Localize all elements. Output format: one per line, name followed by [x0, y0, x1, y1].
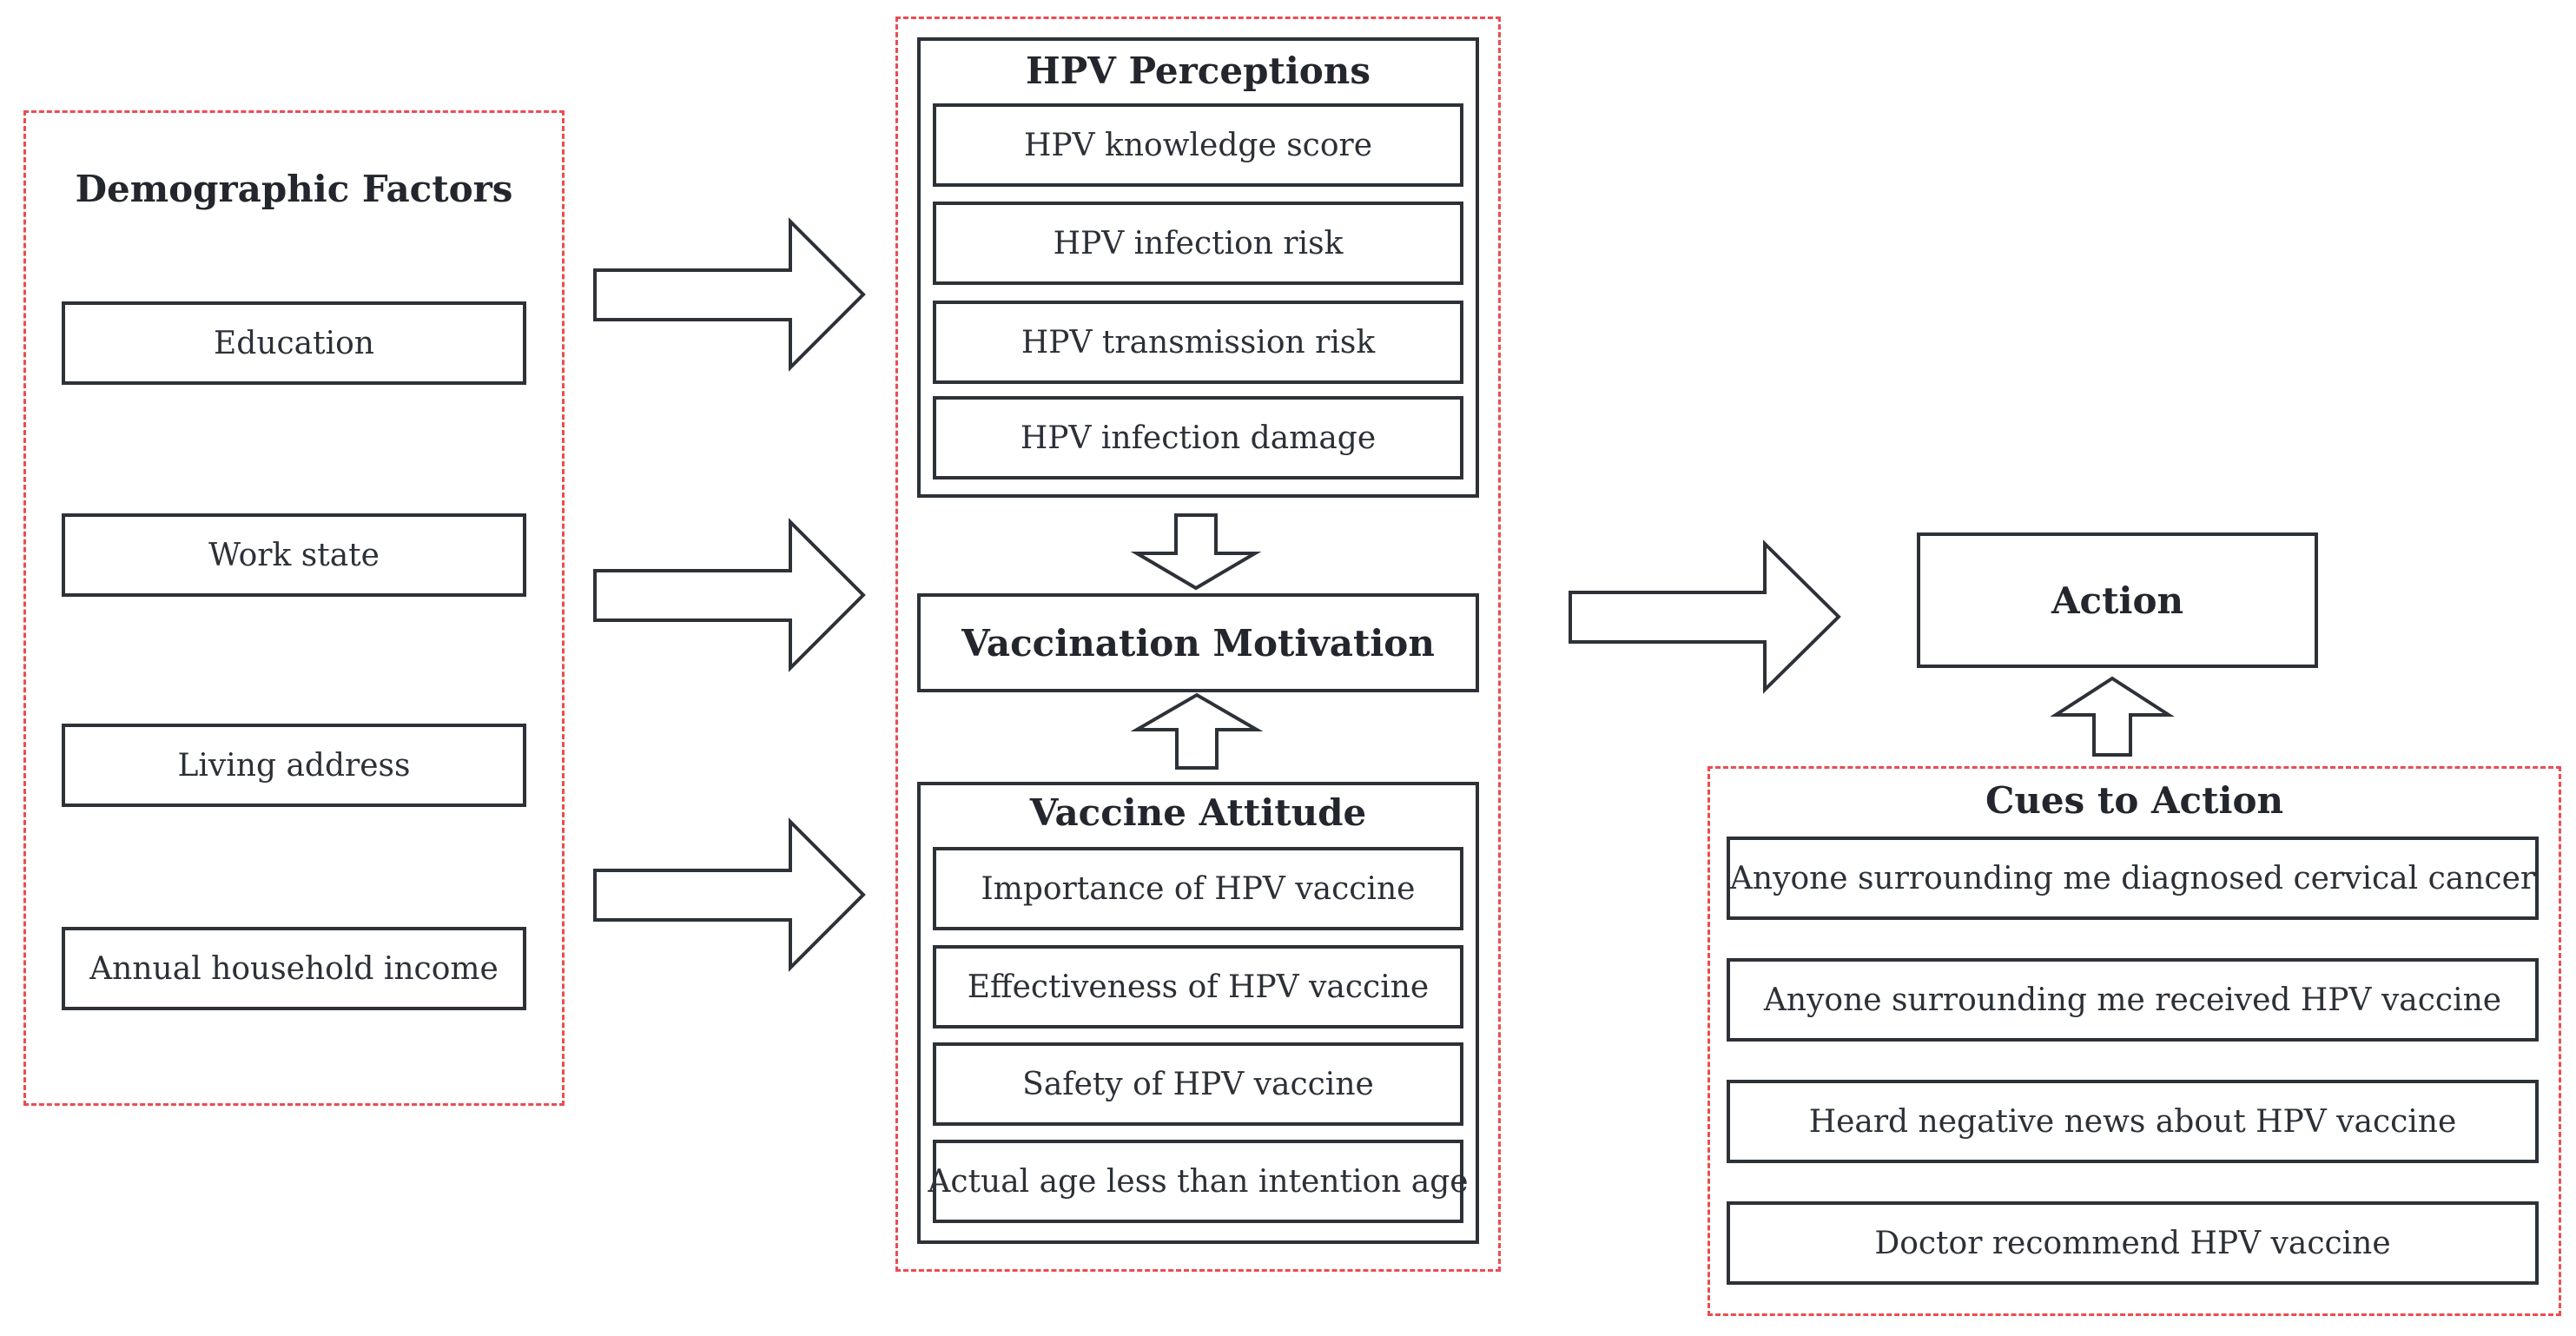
- doctor-recommend-box: Doctor recommend HPV vaccine: [1727, 1201, 2539, 1285]
- cues-to-action-title: Cues to Action: [1985, 779, 2284, 822]
- effectiveness-of-hpv-vaccine-box: Effectiveness of HPV vaccine: [933, 945, 1463, 1028]
- hpv-transmission-risk-box: HPV transmission risk: [933, 301, 1463, 384]
- diagnosed-cervical-cancer-box: Anyone surrounding me diagnosed cervical…: [1727, 837, 2539, 920]
- action-box: Action: [1917, 532, 2318, 668]
- arrow-demographic-to-motivation: [593, 518, 866, 672]
- arrow-motivation-to-action: [1569, 539, 1841, 694]
- work-state-box: Work state: [62, 513, 526, 597]
- cues-to-action-group: [1707, 766, 2561, 1316]
- arrow-demographic-to-attitude: [593, 817, 866, 972]
- negative-news-box: Heard negative news about HPV vaccine: [1727, 1080, 2539, 1163]
- importance-of-hpv-vaccine-box: Importance of HPV vaccine: [933, 847, 1463, 930]
- safety-of-hpv-vaccine-box: Safety of HPV vaccine: [933, 1042, 1463, 1126]
- education-box: Education: [62, 301, 526, 385]
- hpv-knowledge-score-box: HPV knowledge score: [933, 103, 1463, 187]
- vaccination-motivation-box: Vaccination Motivation: [917, 593, 1479, 692]
- living-address-box: Living address: [62, 724, 526, 807]
- hpv-infection-damage-box: HPV infection damage: [933, 396, 1463, 480]
- arrow-perceptions-to-motivation: [1130, 513, 1262, 591]
- actual-age-less-than-intention-age-box: Actual age less than intention age: [928, 1140, 1469, 1223]
- annual-household-income-box: Annual household income: [62, 927, 526, 1010]
- arrow-attitude-to-motivation: [1130, 692, 1264, 770]
- arrow-cues-to-action: [2050, 676, 2175, 757]
- hpv-perceptions-title: HPV Perceptions: [1026, 50, 1371, 92]
- received-hpv-vaccine-box: Anyone surrounding me received HPV vacci…: [1727, 958, 2539, 1042]
- demographic-factors-group: [23, 110, 565, 1106]
- hpv-infection-risk-box: HPV infection risk: [933, 202, 1463, 285]
- demographic-factors-title: Demographic Factors: [75, 168, 513, 210]
- arrow-demographic-to-perceptions: [593, 217, 866, 372]
- perceptions-attitude-group: [895, 17, 1501, 1272]
- vaccine-attitude-title: Vaccine Attitude: [1029, 791, 1367, 834]
